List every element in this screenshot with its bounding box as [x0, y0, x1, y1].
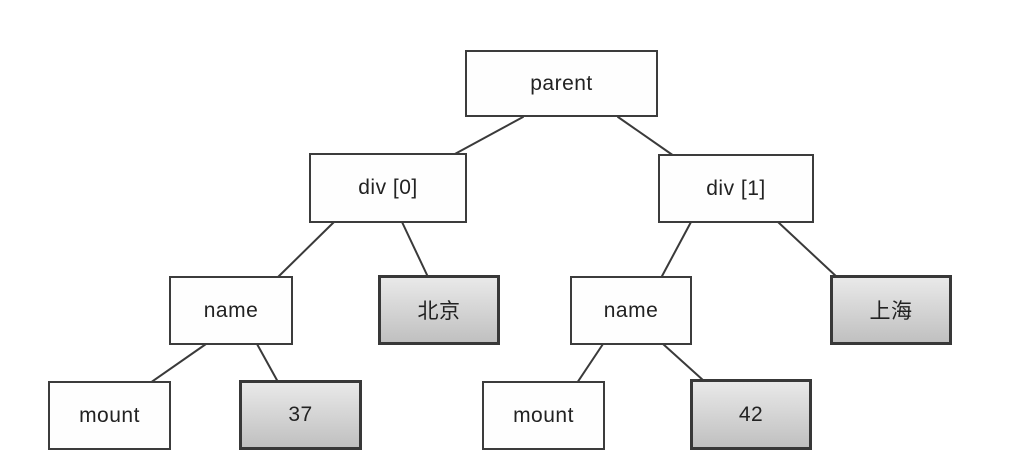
tree-node-name-left: name: [169, 276, 293, 345]
tree-node-name-right: name: [570, 276, 692, 345]
tree-edge-div-1-to-name-right: [660, 221, 692, 279]
tree-node-text-beijing: 北京: [378, 275, 500, 345]
tree-node-mount-left: mount: [48, 381, 171, 450]
tree-node-div-0: div [0]: [309, 153, 467, 223]
tree-edge-name-left-to-mount-left: [149, 343, 207, 384]
tree-edge-div-1-to-text-shanghai: [777, 221, 839, 279]
tree-edge-div-0-to-text-beijing: [401, 221, 429, 278]
tree-node-mount-right: mount: [482, 381, 605, 450]
tree-edge-name-left-to-value-37: [256, 343, 279, 383]
tree-node-value-42: 42: [690, 379, 812, 450]
tree-node-value-37: 37: [239, 380, 362, 450]
tree-edge-parent-to-div-0: [452, 116, 524, 156]
tree-edge-div-0-to-name-left: [276, 221, 335, 279]
tree-edge-parent-to-div-1: [617, 116, 675, 157]
tree-node-parent: parent: [465, 50, 658, 117]
tree-edge-name-right-to-mount-right: [576, 343, 604, 384]
tree-node-text-shanghai: 上海: [830, 275, 952, 345]
tree-edge-name-right-to-value-42: [662, 343, 705, 382]
tree-node-div-1: div [1]: [658, 154, 814, 223]
